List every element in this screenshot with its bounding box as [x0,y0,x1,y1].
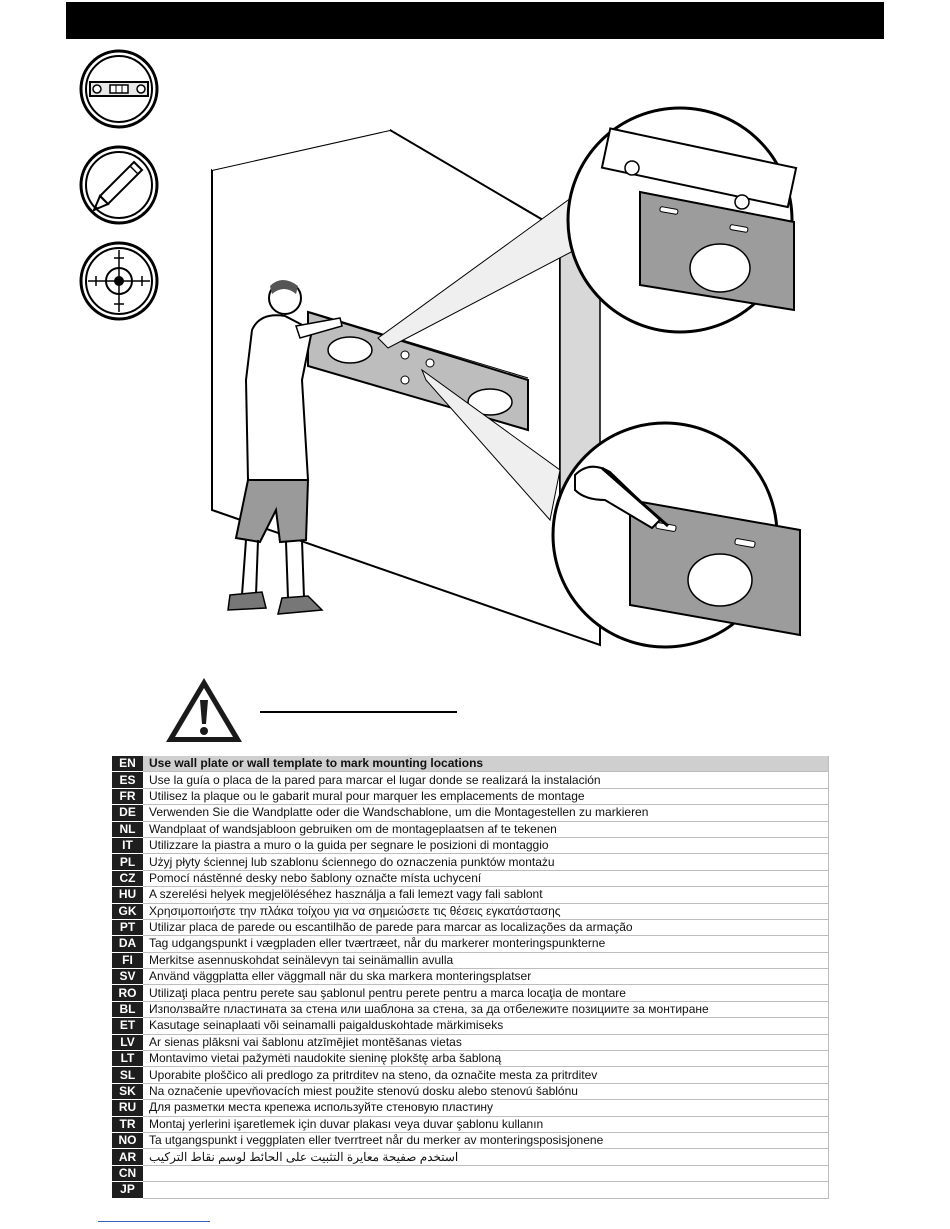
language-code: CZ [112,870,143,888]
language-code: PT [112,919,143,937]
language-code: NL [112,821,143,838]
instruction-text: Use la guía o placa de la pared para mar… [143,771,829,789]
language-code: HU [112,886,143,904]
language-code: RU [112,1099,143,1117]
instruction-text: Verwenden Sie die Wandplatte oder die Wa… [143,804,829,822]
instruction-text: Na označenie upevňovacích miest použite … [143,1083,829,1101]
language-code: FR [112,788,143,806]
instruction-text: Utilizar placa de parede ou escantilhão … [143,919,829,937]
instruction-text: Använd väggplatta eller väggmall när du … [143,968,829,986]
language-code: SK [112,1083,143,1101]
instruction-text: Pomocí nástěnné desky nebo šablony označ… [143,870,829,888]
instruction-text: استخدم صفيحة معايرة التثبيت على الحائط ل… [143,1148,829,1166]
language-code: TR [112,1116,143,1133]
spirit-level-icon [79,49,159,129]
language-code: GK [112,903,143,920]
language-code: JP [112,1181,143,1199]
instruction-text: Montavimo vietai pažymėti naudokite sien… [143,1050,829,1068]
language-code: PL [112,853,143,871]
instruction-text: Utilisez la plaque ou le gabarit mural p… [143,788,829,806]
crosshair-target-icon [79,241,159,321]
language-code: LV [112,1034,143,1052]
language-code: SV [112,968,143,986]
language-code: IT [112,837,143,855]
bottom-link-line [98,1221,210,1222]
instruction-text [143,1165,829,1183]
language-code: ET [112,1017,143,1035]
language-code: AR [112,1148,143,1166]
instruction-text: Użyj płyty ściennej lub szablonu ścienne… [143,853,829,871]
language-code: CN [112,1165,143,1183]
instruction-text: Merkitse asennuskohdat seinälevyn tai se… [143,952,829,970]
language-code: SL [112,1066,143,1084]
pencil-icon [79,145,159,225]
header-bar [66,2,884,39]
language-code: DE [112,804,143,822]
warning-triangle-icon [163,674,245,746]
language-code: FI [112,952,143,970]
language-code: ES [112,771,143,789]
instruction-text: Utilizzare la piastra a muro o la guida … [143,837,829,855]
instruction-text: Ta utgangspunkt i veggplaten eller tverr… [143,1132,829,1150]
language-code: BL [112,1001,143,1019]
language-code: EN [112,756,143,773]
instruction-text: Montaj yerlerini işaretlemek için duvar … [143,1116,829,1133]
instruction-text: Wandplaat of wandsjabloon gebruiken om d… [143,821,829,838]
instruction-text: Uporabite ploščico ali predlogo za pritr… [143,1066,829,1084]
instruction-text: A szerelési helyek megjelöléséhez haszná… [143,886,829,904]
instruction-text: Ar sienas plāksni vai šablonu atzīmējiet… [143,1034,829,1052]
language-code: LT [112,1050,143,1068]
instruction-text: Utilizaţi placa pentru perete sau şablon… [143,984,829,1002]
language-code: NO [112,1132,143,1150]
instruction-text: Use wall plate or wall template to mark … [143,756,829,773]
language-code: RO [112,984,143,1002]
instruction-row: CN [112,1165,829,1183]
language-code: DA [112,935,143,953]
instruction-text: Kasutage seinaplaati või seinamalli paig… [143,1017,829,1035]
instruction-text: Χρησιμοποιήστε την πλάκα τοίχου για να σ… [143,903,829,920]
instruction-text: Използвайте пластината за стена или шабл… [143,1001,829,1019]
warning-underline [260,711,457,713]
instruction-row: JP [112,1181,829,1199]
wall-marking-illustration [211,106,801,649]
instruction-text: Tag udgangspunkt i vægpladen eller tvært… [143,935,829,953]
instruction-text [143,1181,829,1199]
instruction-text: Для разметки места крепежа используйте с… [143,1099,829,1117]
